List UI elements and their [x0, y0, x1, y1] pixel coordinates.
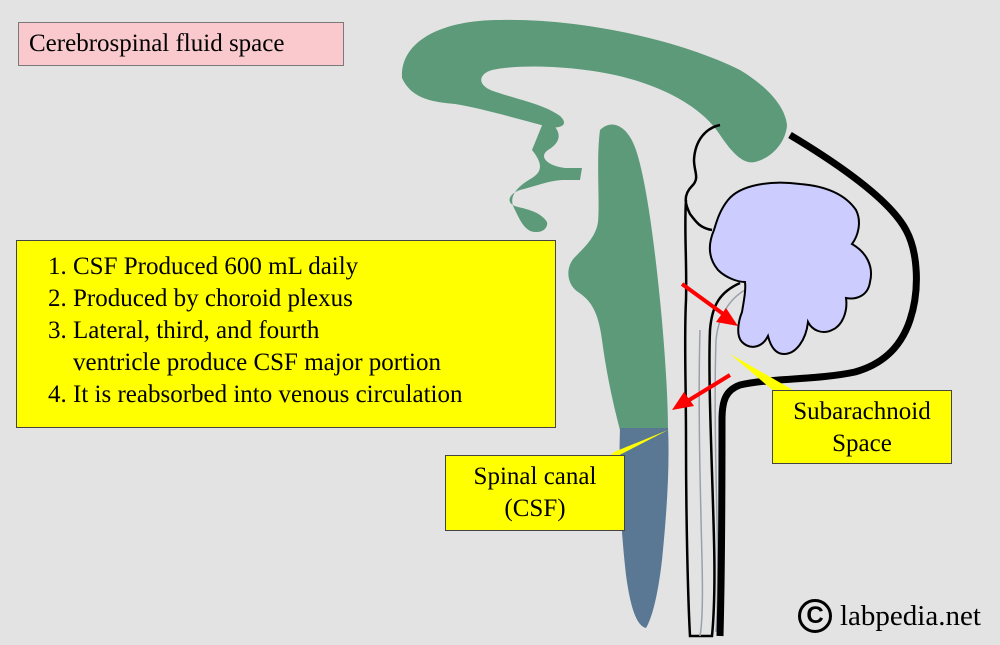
brainstem-outline: [683, 123, 741, 638]
subarachnoid-callout: Subarachnoid Space: [772, 390, 952, 464]
csf-facts-callout: CSF Produced 600 mL daily Produced by ch…: [16, 240, 556, 428]
copyright-text: labpedia.net: [840, 600, 981, 632]
septum-stalk-shape: [509, 118, 582, 233]
subarachnoid-label-line2: Space: [832, 430, 892, 457]
red-arrow-upper: [680, 282, 738, 326]
subarachnoid-label-line1: Subarachnoid: [793, 398, 931, 425]
red-arrow-lower: [672, 373, 732, 410]
csf-facts-list: CSF Produced 600 mL daily Produced by ch…: [43, 251, 555, 411]
third-ventricle-shape: [568, 124, 668, 431]
subarachnoid-boundary: [716, 131, 920, 637]
fact-item: CSF Produced 600 mL daily: [73, 251, 555, 283]
lateral-ventricle-shape: [401, 19, 787, 163]
subarachnoid-pointer: [730, 354, 800, 398]
fact-item: Produced by choroid plexus: [73, 283, 555, 315]
spinal-canal-shape: [619, 428, 669, 628]
diagram-title: Cerebrospinal fluid space: [18, 22, 344, 66]
spinal-canal-label-line1: Spinal canal: [473, 463, 597, 490]
fact-item-text: Lateral, third, and fourth: [73, 317, 320, 344]
fact-item: It is reabsorbed into venous circulation: [73, 379, 555, 411]
copyright-notice: C labpedia.net: [798, 596, 981, 636]
fact-item-continuation: ventricle produce CSF major portion: [73, 349, 441, 376]
spinal-canal-label-line2: (CSF): [504, 495, 566, 522]
copyright-icon: C: [798, 599, 832, 633]
spinal-canal-callout: Spinal canal (CSF): [445, 455, 625, 531]
central-canal-lining-outer: [698, 329, 704, 637]
cerebellum-shape: [708, 181, 872, 356]
fact-item: Lateral, third, and fourth ventricle prod…: [73, 315, 555, 379]
